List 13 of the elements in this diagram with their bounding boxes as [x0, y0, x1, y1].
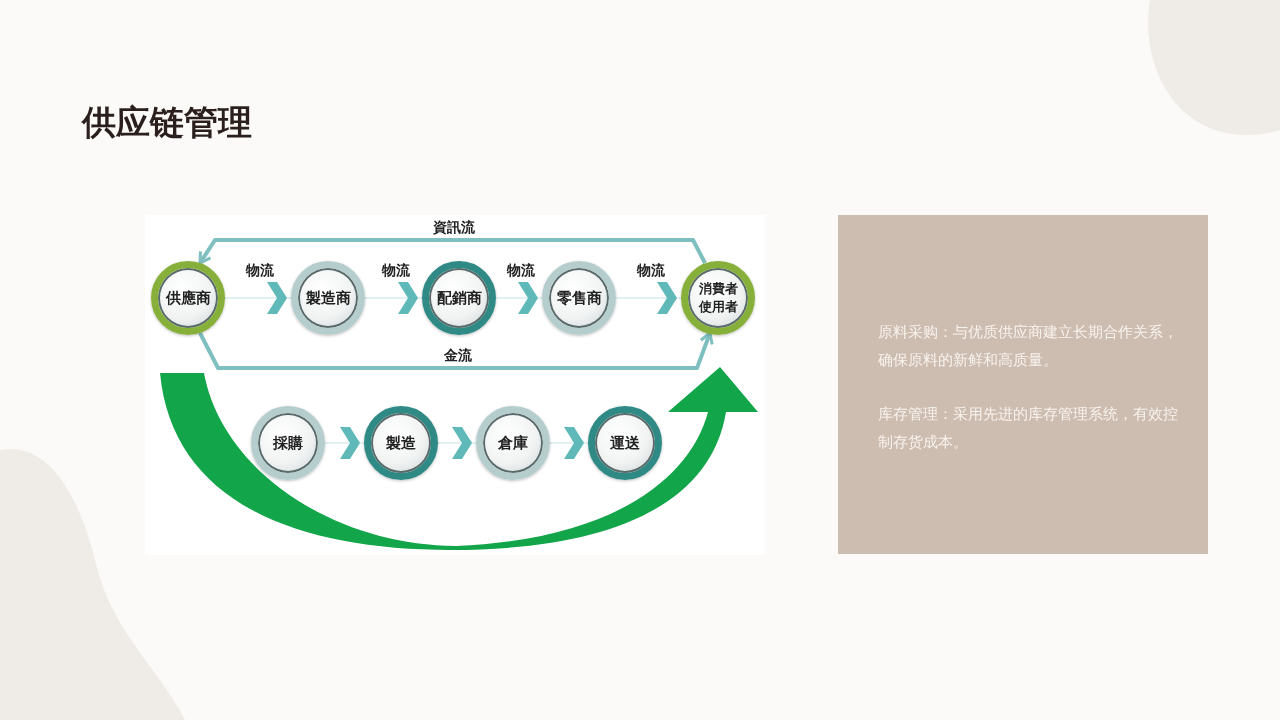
- curved-arrow: [160, 367, 758, 550]
- edge-label: 物流: [504, 262, 538, 280]
- edge-label: 物流: [243, 262, 277, 280]
- edge-label: 物流: [378, 262, 413, 280]
- text-panel: [838, 215, 1208, 554]
- edge-label: 資訊流: [430, 219, 478, 237]
- flow-arrow: [198, 238, 707, 265]
- flow-arrow: [198, 331, 714, 370]
- title: 供应链管理: [82, 101, 252, 144]
- paragraph: 原料采购：与优质供应商建立长期合作关系，确保原料的新鲜和高质量。: [878, 322, 1178, 371]
- edge-label: 物流: [633, 262, 668, 280]
- paragraph: 库存管理：采用先进的库存管理系统，有效控制存货成本。: [878, 404, 1178, 453]
- edge-label: 金流: [440, 347, 475, 365]
